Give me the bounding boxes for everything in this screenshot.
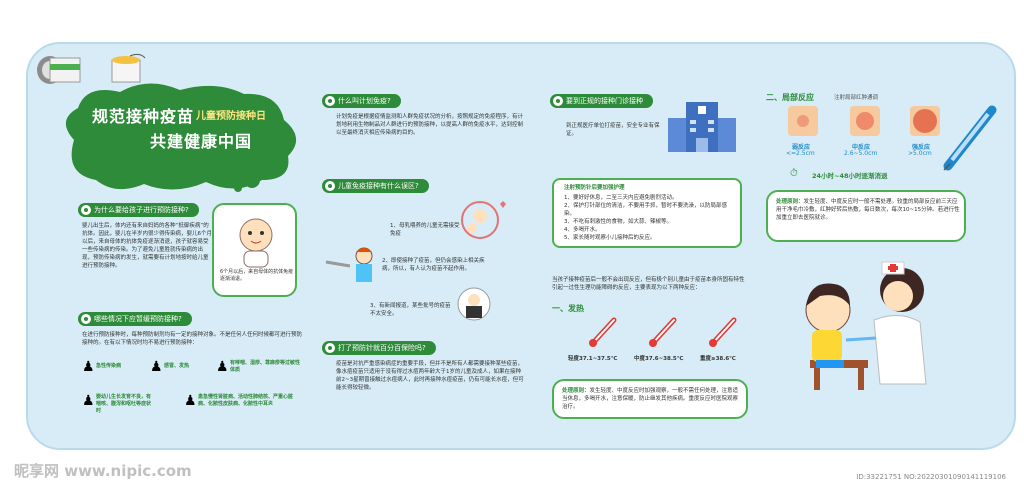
baby-icon: [239, 218, 273, 268]
myth-3: 3、有新闻报道，某些批号的疫苗不太安全。: [370, 303, 451, 317]
bullet-icon: [81, 205, 91, 215]
local-reaction-sub: 注射局部红肿通调: [834, 95, 879, 101]
bubble-text: 6个月以后，来自母体的抗体免疫逐渐消退。: [220, 269, 294, 282]
skin-mark-icon: [788, 106, 818, 136]
child-icon: ♟: [216, 359, 229, 375]
child-icon: ♟: [82, 393, 95, 409]
banner-title-second: 共建健康中国: [150, 132, 253, 151]
mother-baby-illustration: [461, 201, 506, 239]
condition-item: ♟ 感冒、发热: [150, 360, 210, 374]
skin-reaction-row: 弱反应 <=2.5cm 中反应 2.6~5.0cm 强反应 >5.0cm: [786, 104, 956, 164]
child-icon: ♟: [82, 359, 95, 375]
q2-heading: 哪些情况下应暂缓预防接种?: [78, 312, 192, 326]
fever-mild: 轻度37.1~37.5℃: [568, 356, 618, 362]
care-notes-1: 1、要好好休息，二至三天内应避免剧烈活动。: [564, 195, 678, 201]
thermometer-icon: [649, 317, 677, 347]
news-anchor-illustration: [457, 287, 491, 321]
watermark-left: 昵享网 www.nipic.com: [14, 462, 192, 480]
fever-moderate: 中度37.6~38.5℃: [634, 356, 684, 362]
timer-icon: ⏱: [790, 168, 798, 179]
fever-severe: 重度≥38.6℃: [700, 356, 736, 362]
skin-mark-icon: [850, 106, 880, 136]
bullet-icon: [325, 96, 335, 106]
hospital-icon: [668, 102, 736, 152]
care-notes-box: 注射预防针后要加强护理 1、要好好休息，二至三天内应避免剧烈活动。 2、保护打针…: [552, 178, 742, 248]
nurse-child-illustration: [805, 261, 927, 390]
clinic-heading: 要到正规的接种门诊接种: [550, 94, 653, 108]
skin-mark-icon: [910, 106, 940, 136]
child-icon: ♟: [184, 393, 197, 409]
care-notes-3: 3、不吃有刺激性的食物，如大蒜、辣椒等。: [564, 219, 673, 225]
medium-reaction-size: 2.6~5.0cm: [844, 150, 878, 157]
condition-item: ♟ 患急慢性肾脏病、活动性肺结核、严重心脏病、化脓性皮肤病、化脓性中耳炎: [184, 394, 302, 408]
myth-1: 1、母乳喂养的儿童无需接受免疫: [390, 223, 460, 237]
bullet-icon: [325, 343, 335, 353]
strong-reaction-size: >5.0cm: [908, 150, 932, 157]
fever-principle-box: 处理原则：发生轻度、中度反应时加强观察，一般不需任何处理，注意适当休息，多喝开水…: [552, 379, 748, 419]
q2-paragraph: 在进行预防接种时，每种预防制剂均有一定的接种对象。不是任何人任何时候都可进行预防…: [82, 332, 303, 346]
fever-principle-text: 处理原则：发生轻度、中度反应时加强观察，一般不需任何处理，注意适当休息，多喝开水…: [562, 388, 739, 410]
banner-title-main: 规范接种疫苗: [92, 107, 195, 126]
banner-title-sub: 儿童预防接种日: [196, 111, 266, 122]
child-icon: ♟: [150, 359, 163, 375]
strong-reaction-name: 强反应: [912, 144, 931, 151]
weak-reaction-name: 弱反应: [792, 144, 811, 151]
immunization-heading: 什么叫计划免疫?: [322, 94, 401, 108]
condition-item: ♟ 有哮喘、湿疹、荨麻疹等过敏性体质: [216, 359, 301, 375]
thermometer-row: 轻度37.1~37.5℃ 中度37.6~38.5℃ 重度≥38.6℃: [568, 316, 756, 366]
bullet-icon: [553, 96, 563, 106]
care-notes-2: 2、保护打针部位的清洁，不要用手抓，暂时不要洗澡，以防局部感染。: [564, 203, 728, 217]
watermark-right: ID:33221751 NO:20220301090141119106: [856, 473, 1006, 481]
fever-heading: 一、发热: [552, 304, 584, 313]
bullet-icon: [325, 181, 335, 191]
conditions-grid: ♟ 急性传染病 ♟ 感冒、发热 ♟ 有哮喘、湿疹、荨麻疹等过敏性体质 ♟ 婴幼儿…: [82, 360, 302, 442]
care-notes-4: 4、多喝开水。: [564, 227, 601, 233]
care-notes-title: 注射预防针后要加强护理: [564, 185, 625, 191]
baby-bubble: 6个月以后，来自母体的抗体免疫逐渐消退。: [212, 203, 297, 297]
care-notes-5: 5、家长随时观察小儿接种后的反应。: [564, 235, 656, 241]
local-reaction-heading: 二、局部反应: [766, 93, 814, 102]
thermometer-icon: [709, 317, 737, 347]
medium-reaction-name: 中反应: [852, 144, 871, 151]
title-cloud: [65, 83, 297, 192]
doctor-injection-illustration: [325, 247, 373, 282]
thermometer-icon: [589, 317, 617, 347]
q1-heading: 为什么要给孩子进行预防接种?: [78, 203, 199, 217]
bullet-icon: [81, 314, 91, 324]
myth-2: 2、即使接种了疫苗，但仍会感染上相关疾病，所以，有人认为疫苗不起作用。: [382, 258, 485, 272]
local-principle-text: 处理原则：发生轻度、中度反应时一般不需处理。较重的局部反应前三天应用干净毛巾冷敷…: [776, 199, 960, 221]
q1-paragraph: 婴儿出生后，体内还有来自妈妈的各种“抵御疾病”的抗体。因此，婴儿在半岁内很少得传…: [82, 223, 213, 269]
vaccine-safety-heading: 打了预防针就百分百保险吗?: [322, 341, 436, 355]
weak-reaction-size: <=2.5cm: [786, 150, 815, 157]
syringe-icon: [943, 105, 997, 171]
local-principle-box: 处理原则：发生轻度、中度反应时一般不需处理。较重的局部反应前三天应用干净毛巾冷敷…: [766, 190, 966, 242]
vaccine-safety-paragraph: 疫苗是对抗严重感染病症的重要手段，但并不是所有人都需要接种某些疫苗，像水痘疫苗只…: [336, 361, 524, 391]
condition-item: ♟ 急性传染病: [82, 360, 142, 374]
condition-item: ♟ 婴幼儿生长发育不良，有喘咳、腹泻和呕吐等症状时: [82, 393, 182, 414]
immunization-paragraph: 计划免疫是根据疫情监测和人群免疫状况的分析，按照规定的免疫程序，有计划地利用生物…: [336, 114, 524, 136]
timer-text: 24小时~48小时逐渐消退: [812, 172, 888, 180]
reaction-paragraph: 当孩子接种疫苗后一般不会出现反应，但有极个别儿童由于疫苗本身所固有特性引起一过性…: [552, 277, 745, 291]
clinic-paragraph: 到正规医疗单位打疫苗，安全专业有保证。: [566, 123, 660, 137]
myths-heading: 儿童免疫接种有什么误区?: [322, 179, 429, 193]
paint-cans-illustration: [37, 53, 146, 84]
